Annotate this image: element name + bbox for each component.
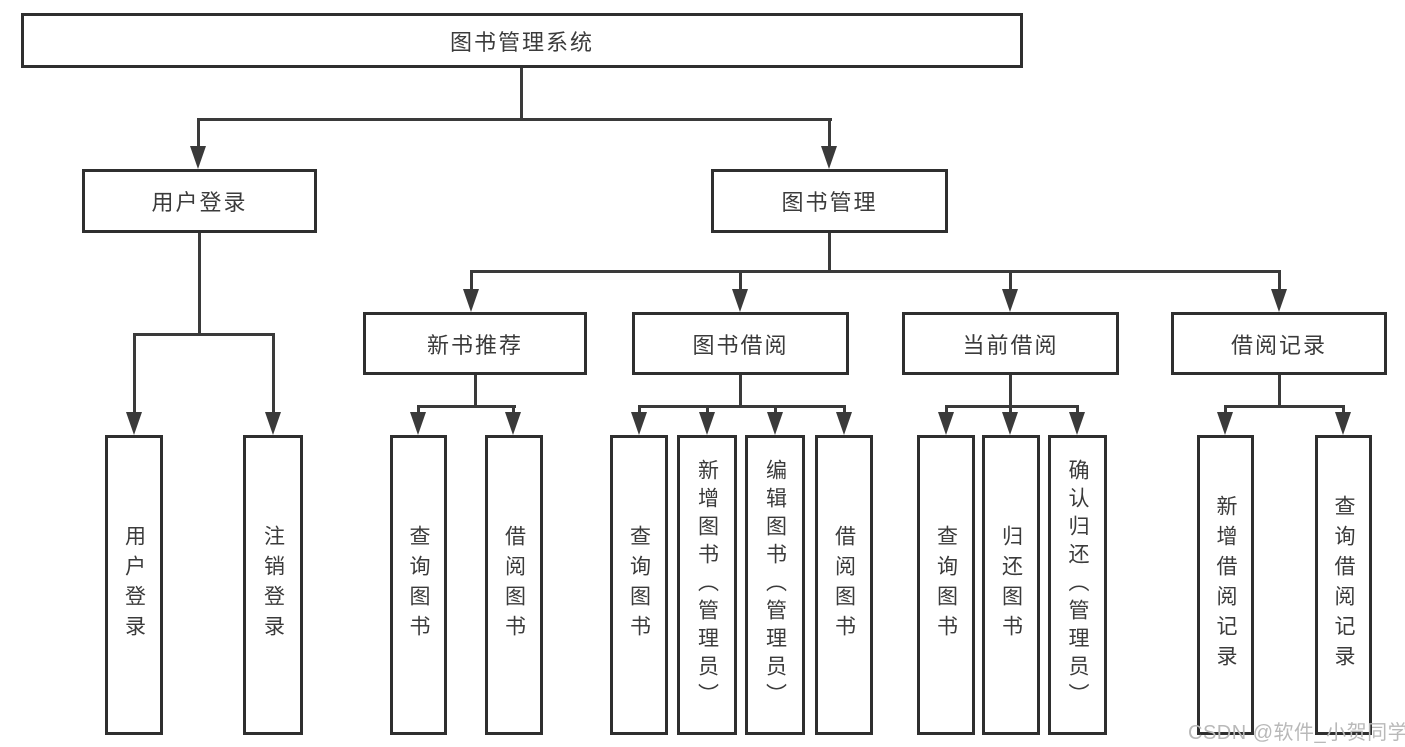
node-book-borrow: 图书借阅	[632, 312, 849, 375]
connector	[520, 67, 523, 120]
connector	[470, 270, 1281, 273]
node-label: 图书借阅	[692, 332, 789, 358]
connector	[1278, 270, 1281, 292]
node-book-management: 图书管理	[711, 169, 948, 233]
connector	[198, 232, 201, 336]
connector	[512, 405, 515, 414]
connector	[1009, 374, 1012, 408]
leaf-label: 查询图书	[407, 525, 430, 645]
leaf-label: 用户登录	[122, 525, 146, 645]
connector-arrowhead	[1271, 289, 1287, 312]
connector	[945, 405, 1079, 408]
connector-arrowhead	[938, 412, 954, 435]
connector	[474, 374, 477, 408]
leaf-label: 借阅图书	[832, 525, 856, 645]
leaf-label: 查询借阅记录	[1332, 495, 1355, 675]
connector-arrowhead	[463, 289, 479, 312]
leaf-borrow-book-recommend: 借阅图书	[485, 435, 543, 735]
connector	[706, 405, 709, 414]
connector	[739, 374, 742, 408]
leaf-label: 查询图书	[934, 525, 958, 645]
connector-arrowhead	[126, 412, 142, 435]
leaf-query-book-recommend: 查询图书	[390, 435, 447, 735]
connector	[1009, 405, 1012, 414]
leaf-edit-book-admin: 编辑图书（管理员）	[745, 435, 805, 735]
leaf-add-borrow-record: 新增借阅记录	[1197, 435, 1254, 735]
connector	[945, 405, 948, 414]
leaf-label: 注销登录	[261, 525, 285, 645]
connector-arrowhead	[1002, 412, 1018, 435]
node-label: 当前借阅	[962, 332, 1059, 358]
leaf-user-login: 用户登录	[105, 435, 163, 735]
leaf-add-book-admin: 新增图书（管理员）	[677, 435, 737, 735]
connector	[197, 118, 200, 150]
leaf-label: 新增借阅记录	[1214, 495, 1237, 675]
connector-arrowhead	[821, 146, 837, 169]
connector-arrowhead	[410, 412, 426, 435]
connector	[1278, 374, 1281, 408]
node-borrow-record: 借阅记录	[1171, 312, 1387, 375]
connector	[1224, 405, 1345, 408]
connector-arrowhead	[1069, 412, 1085, 435]
connector	[638, 405, 846, 408]
connector	[739, 270, 742, 292]
connector-arrowhead	[505, 412, 521, 435]
connector-arrowhead	[1217, 412, 1233, 435]
node-user-login: 用户登录	[82, 169, 317, 233]
leaf-label: 新增图书（管理员）	[695, 459, 719, 711]
node-new-book-recommend: 新书推荐	[363, 312, 587, 375]
connector	[470, 270, 473, 292]
node-label: 新书推荐	[426, 332, 523, 358]
connector	[843, 405, 846, 414]
node-label: 图书管理	[781, 190, 878, 215]
connector-arrowhead	[631, 412, 647, 435]
connector-arrowhead	[190, 146, 206, 169]
leaf-return-book: 归还图书	[982, 435, 1040, 735]
connector	[133, 333, 275, 336]
leaf-label: 归还图书	[999, 525, 1023, 645]
connector-arrowhead	[699, 412, 715, 435]
root-node-label: 图书管理系统	[449, 29, 594, 55]
connector	[1076, 405, 1079, 414]
connector	[272, 333, 275, 415]
connector-arrowhead	[1002, 289, 1018, 312]
root-node-library-system: 图书管理系统	[21, 13, 1023, 68]
leaf-query-book-borrow: 查询图书	[610, 435, 668, 735]
connector	[828, 232, 831, 273]
leaf-query-book-current: 查询图书	[917, 435, 975, 735]
node-label: 用户登录	[151, 190, 248, 215]
leaf-label: 编辑图书（管理员）	[763, 459, 787, 711]
connector	[1009, 270, 1012, 292]
connector	[774, 405, 777, 414]
leaf-label: 查询图书	[627, 525, 651, 645]
leaf-label: 确认归还（管理员）	[1066, 459, 1089, 711]
node-label: 借阅记录	[1230, 332, 1327, 358]
connector-arrowhead	[265, 412, 281, 435]
leaf-confirm-return-admin: 确认归还（管理员）	[1048, 435, 1107, 735]
connector-arrowhead	[1335, 412, 1351, 435]
connector	[417, 405, 516, 408]
connector	[417, 405, 420, 414]
connector	[133, 333, 136, 415]
connector-arrowhead	[836, 412, 852, 435]
connector-arrowhead	[732, 289, 748, 312]
node-current-borrow: 当前借阅	[902, 312, 1119, 375]
csdn-watermark: CSDN @软件_小贺同学	[1188, 722, 1405, 744]
connector	[197, 118, 832, 121]
leaf-query-borrow-record: 查询借阅记录	[1315, 435, 1372, 735]
connector	[1224, 405, 1227, 414]
leaf-borrow-book: 借阅图书	[815, 435, 873, 735]
connector	[638, 405, 641, 414]
connector	[1342, 405, 1345, 414]
connector	[828, 118, 831, 150]
connector-arrowhead	[767, 412, 783, 435]
leaf-label: 借阅图书	[502, 525, 526, 645]
leaf-logout: 注销登录	[243, 435, 303, 735]
